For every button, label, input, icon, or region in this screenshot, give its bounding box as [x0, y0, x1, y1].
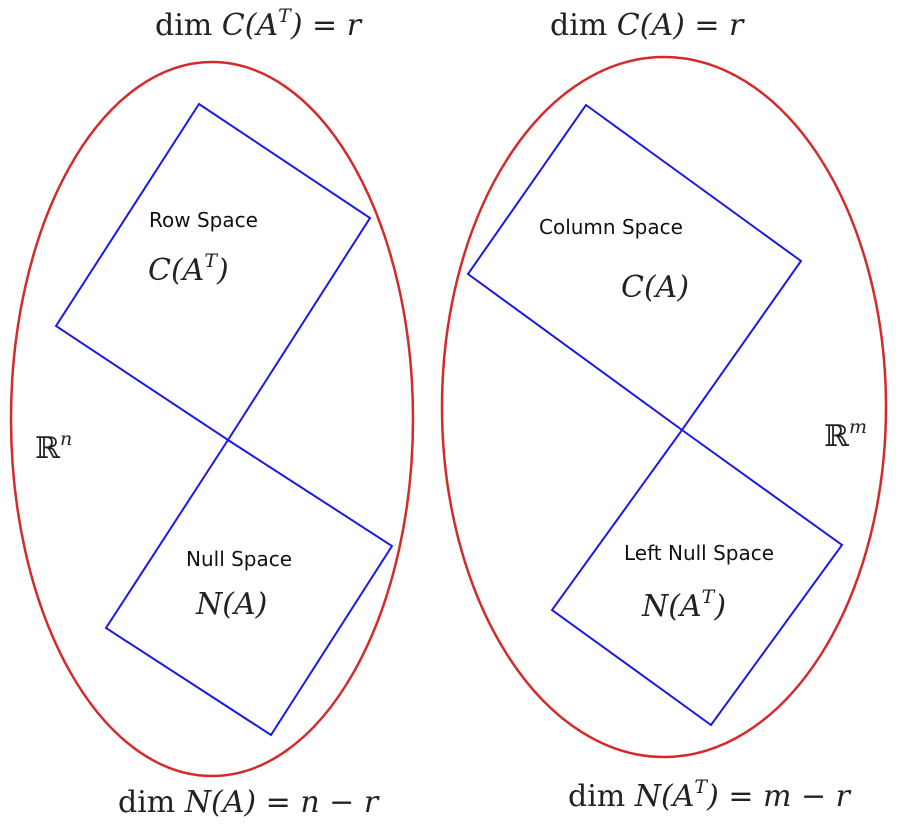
- null-space-square: [104, 438, 394, 737]
- dim-null-space: dim N(A) = n − r: [118, 785, 380, 820]
- dim-row-space: dim C(AT) = r: [155, 5, 363, 43]
- row-space-symbol: C(AT): [148, 250, 229, 288]
- row-space-label: Row Space: [149, 208, 258, 232]
- left-null-space-label: Left Null Space: [624, 541, 774, 565]
- null-space-label: Null Space: [186, 547, 292, 571]
- left-null-space-symbol: N(AT): [641, 586, 726, 624]
- dim-column-space: dim C(A) = r: [550, 8, 745, 43]
- left-null-space-square: [550, 428, 844, 727]
- domain-ellipse-rn: [9, 60, 415, 778]
- codomain-ellipse-rm: [440, 55, 888, 759]
- dim-left-null-space: dim N(AT) = m − r: [568, 776, 852, 814]
- row-space-square: [54, 102, 372, 442]
- column-space-square: [466, 103, 803, 432]
- column-space-symbol: C(A): [621, 270, 689, 305]
- rm-label: ℝm: [824, 416, 867, 454]
- null-space-symbol: N(A): [195, 587, 267, 622]
- column-space-label: Column Space: [539, 215, 683, 239]
- rn-label: ℝn: [35, 428, 72, 466]
